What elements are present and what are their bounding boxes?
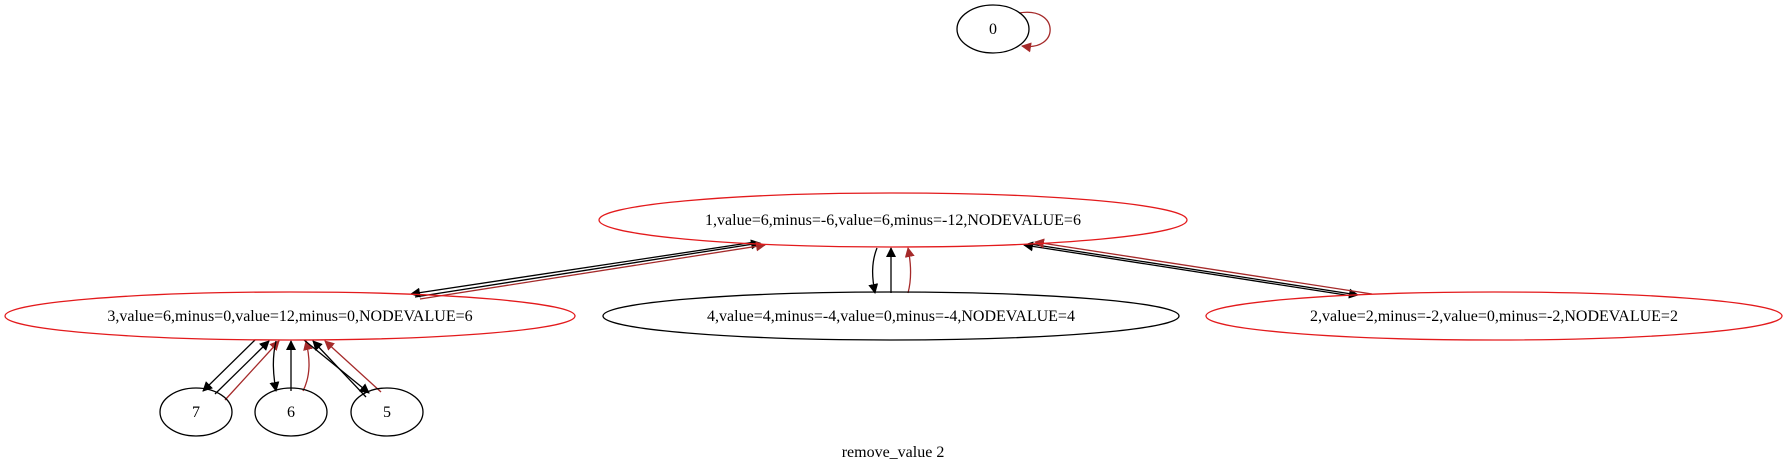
edge-5-3-red	[324, 340, 382, 393]
node-0[interactable]: 0	[956, 4, 1030, 54]
edge-1-4	[868, 247, 879, 294]
node-4[interactable]: 4,value=4,minus=-4,value=0,minus=-4,NODE…	[602, 291, 1180, 341]
node-4-label: 4,value=4,minus=-4,value=0,minus=-4,NODE…	[707, 308, 1075, 325]
edge-0-0	[1018, 11, 1051, 53]
node-7[interactable]: 7	[159, 387, 233, 437]
edge-7-3	[214, 340, 270, 395]
edge-3-7	[202, 339, 256, 392]
edge-5-3	[312, 340, 367, 398]
node-5[interactable]: 5	[350, 387, 424, 437]
node-2[interactable]: 2,value=2,minus=-2,value=0,minus=-2,NODE…	[1205, 291, 1783, 341]
edge-7-3-red	[224, 340, 280, 401]
node-1[interactable]: 1,value=6,minus=-6,value=6,minus=-12,NOD…	[598, 192, 1188, 248]
node-1-label: 1,value=6,minus=-6,value=6,minus=-12,NOD…	[705, 212, 1081, 229]
edge-2-1	[1023, 241, 1353, 297]
edge-4-1-red	[904, 247, 915, 294]
node-6-label: 6	[287, 404, 295, 421]
node-3-label: 3,value=6,minus=0,value=12,minus=0,NODEV…	[107, 308, 472, 325]
graph-caption: remove_value 2	[842, 444, 945, 461]
nodes-group: 0 1,value=6,minus=-6,value=6,minus=-12,N…	[4, 4, 1783, 437]
edge-1-2	[1029, 243, 1359, 299]
node-2-label: 2,value=2,minus=-2,value=0,minus=-2,NODE…	[1310, 308, 1678, 325]
edges-group	[202, 11, 1373, 401]
node-0-label: 0	[989, 21, 997, 38]
edge-3-6	[269, 340, 280, 392]
edge-6-3-red	[302, 340, 313, 392]
edge-2-1-red	[1034, 238, 1373, 295]
node-7-label: 7	[192, 404, 200, 421]
node-3[interactable]: 3,value=6,minus=0,value=12,minus=0,NODEV…	[4, 291, 576, 341]
edge-3-1	[414, 239, 761, 298]
node-5-label: 5	[383, 404, 391, 421]
node-6[interactable]: 6	[254, 387, 328, 437]
edge-3-1-red	[419, 241, 766, 300]
edge-1-3	[410, 241, 756, 298]
